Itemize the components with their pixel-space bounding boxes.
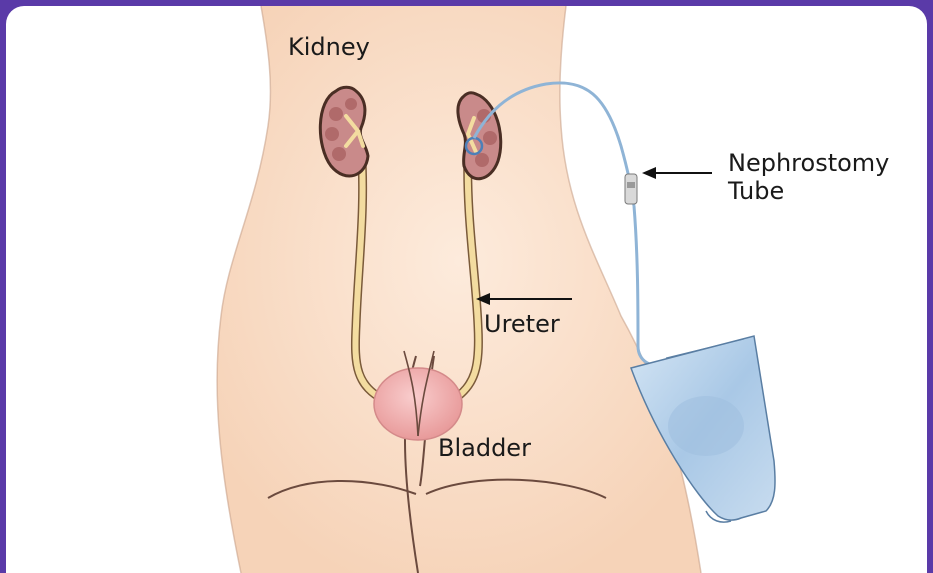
nephrostomy-label-line2: Tube bbox=[728, 177, 889, 205]
bladder-label: Bladder bbox=[438, 434, 531, 462]
kidney-label: Kidney bbox=[288, 33, 370, 61]
nephrostomy-label-line1: Nephrostomy bbox=[728, 149, 889, 177]
diagram-frame: Kidney Nephrostomy Tube Ureter Bladder bbox=[6, 6, 927, 573]
anatomy-illustration bbox=[6, 6, 927, 573]
kidney-left bbox=[320, 87, 368, 176]
ureter-label: Ureter bbox=[484, 310, 560, 338]
arrow-nephrostomy bbox=[642, 167, 712, 179]
tube-connector bbox=[625, 174, 637, 204]
nephrostomy-tube-label: Nephrostomy Tube bbox=[728, 149, 889, 205]
